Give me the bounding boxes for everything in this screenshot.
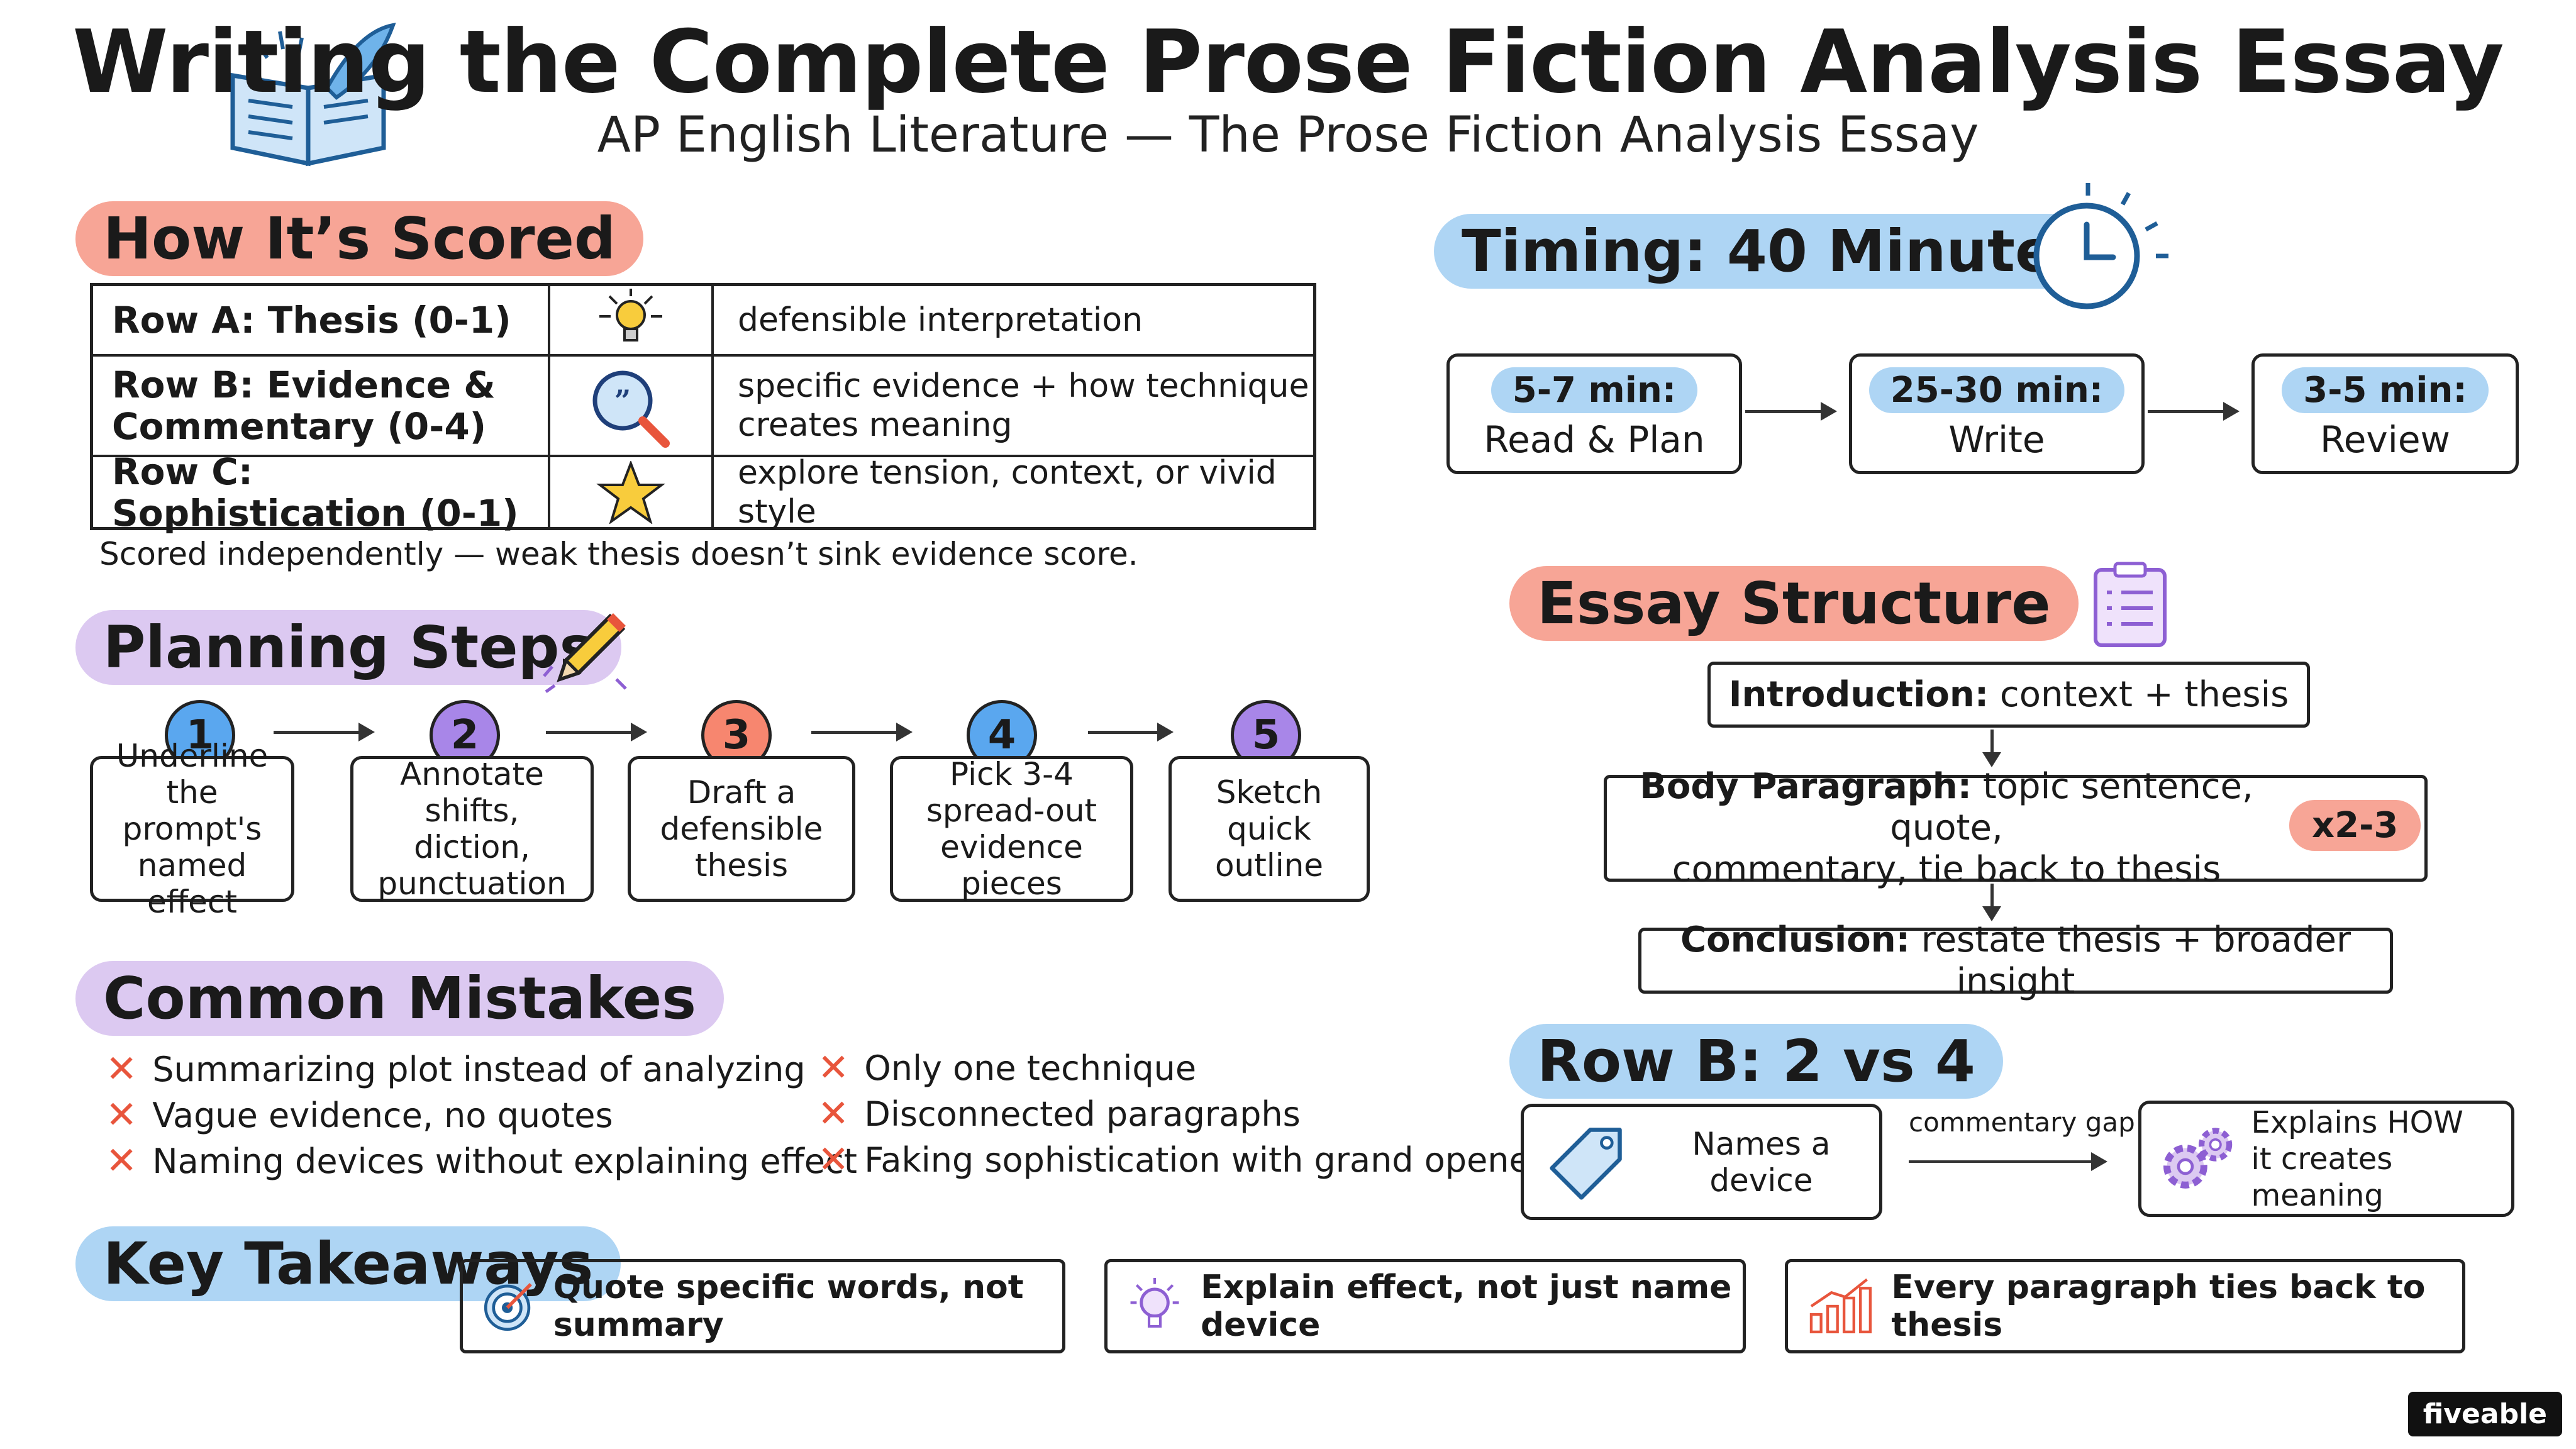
arrow	[2148, 402, 2240, 421]
structure-heading: Essay Structure	[1509, 566, 2079, 641]
mistake-item: ✕Vague evidence, no quotes	[106, 1093, 613, 1137]
arrow	[811, 723, 913, 741]
growth-chart-icon	[1809, 1278, 1872, 1334]
timing-phase: 5-7 min: Read & Plan	[1446, 353, 1742, 474]
x-icon: ✕	[818, 1092, 850, 1136]
brand-logo: fiveable	[2407, 1392, 2562, 1436]
target-icon	[484, 1282, 532, 1331]
page-title: Writing the Complete Prose Fiction Analy…	[72, 11, 2504, 113]
row-label: Row C: Sophistication (0-1)	[93, 451, 550, 534]
mistake-item: ✕Summarizing plot instead of analyzing	[106, 1047, 806, 1091]
book-quill-icon	[220, 19, 402, 170]
planning-heading: Planning Steps	[75, 610, 622, 685]
rowb-right-card: Explains HOW it creates meaning	[2138, 1101, 2514, 1217]
rowb-heading: Row B: 2 vs 4	[1509, 1024, 2003, 1099]
lightbulb-icon	[550, 286, 714, 354]
pencil-icon	[541, 604, 635, 698]
table-row: Row C: Sophistication (0-1) explore tens…	[93, 451, 1313, 534]
x-icon: ✕	[106, 1093, 138, 1137]
takeaway-card: Explain effect, not just name device	[1104, 1259, 1746, 1353]
takeaway-card: Every paragraph ties back to thesis	[1785, 1259, 2465, 1353]
arrow	[1982, 884, 2001, 921]
x-icon: ✕	[106, 1139, 138, 1183]
svg-text:”: ”	[614, 384, 631, 418]
magnifier-quote-icon: ”	[550, 357, 714, 455]
arrow	[1745, 402, 1837, 421]
table-row: Row A: Thesis (0-1) defensible interpret…	[93, 286, 1313, 357]
rowb-left-card: Names a device	[1521, 1104, 1882, 1220]
row-desc: specific evidence + how technique create…	[738, 367, 1309, 444]
arrow	[1982, 730, 2001, 767]
checklist-icon	[2087, 561, 2175, 649]
x-icon: ✕	[818, 1138, 850, 1182]
mistake-item: ✕Naming devices without explaining effec…	[106, 1139, 857, 1183]
structure-intro: Introduction: context + thesis	[1707, 662, 2310, 728]
x-icon: ✕	[106, 1047, 138, 1091]
lightbulb-icon	[1130, 1277, 1179, 1328]
takeaway-card: Quote specific words, not summary	[460, 1259, 1065, 1353]
star-icon	[550, 457, 714, 527]
arrow	[546, 723, 647, 741]
arrow	[1909, 1152, 2107, 1171]
timing-phase: 25-30 min: Write	[1849, 353, 2145, 474]
row-label: Row B: Evidence & Commentary (0-4)	[93, 357, 550, 455]
structure-conclusion: Conclusion: restate thesis + broader ins…	[1638, 919, 2393, 1002]
page-subtitle: AP English Literature — The Prose Fictio…	[597, 107, 1979, 164]
phase-time: 25-30 min:	[1868, 367, 2125, 413]
scoring-table: Row A: Thesis (0-1) defensible interpret…	[90, 283, 1316, 534]
x-icon: ✕	[818, 1046, 850, 1090]
clock-icon	[2012, 179, 2189, 318]
tag-icon	[1550, 1127, 1622, 1200]
timing-phase: 3-5 min: Review	[2251, 353, 2519, 474]
scoring-heading: How It’s Scored	[75, 201, 643, 276]
gap-label: commentary gap	[1909, 1107, 2135, 1138]
mistake-item: ✕Only one technique	[818, 1046, 1197, 1090]
table-row: Row B: Evidence & Commentary (0-4) ” spe…	[93, 357, 1313, 457]
arrow	[1088, 723, 1174, 741]
mistake-item: ✕Disconnected paragraphs	[818, 1092, 1301, 1136]
timing-heading: Timing: 40 Minutes	[1434, 214, 2117, 289]
row-label: Row A: Thesis (0-1)	[93, 286, 550, 354]
scoring-note: Scored independently — weak thesis doesn…	[99, 536, 1138, 572]
mistakes-heading: Common Mistakes	[75, 961, 724, 1036]
planning-step: Annotate shifts,diction,punctuation	[350, 756, 594, 902]
row-desc: explore tension, context, or vivid style	[738, 453, 1277, 531]
phase-time: 3-5 min:	[2282, 367, 2489, 413]
mistake-item: ✕Faking sophistication with grand opener…	[818, 1138, 1562, 1182]
repeat-badge: x2-3	[2289, 800, 2421, 851]
phase-time: 5-7 min:	[1491, 367, 1698, 413]
arrow	[274, 723, 375, 741]
structure-body: Body Paragraph: topic sentence, quote, c…	[1604, 766, 2428, 890]
gears-icon	[2163, 1127, 2233, 1189]
row-desc: defensible interpretation	[738, 301, 1143, 339]
